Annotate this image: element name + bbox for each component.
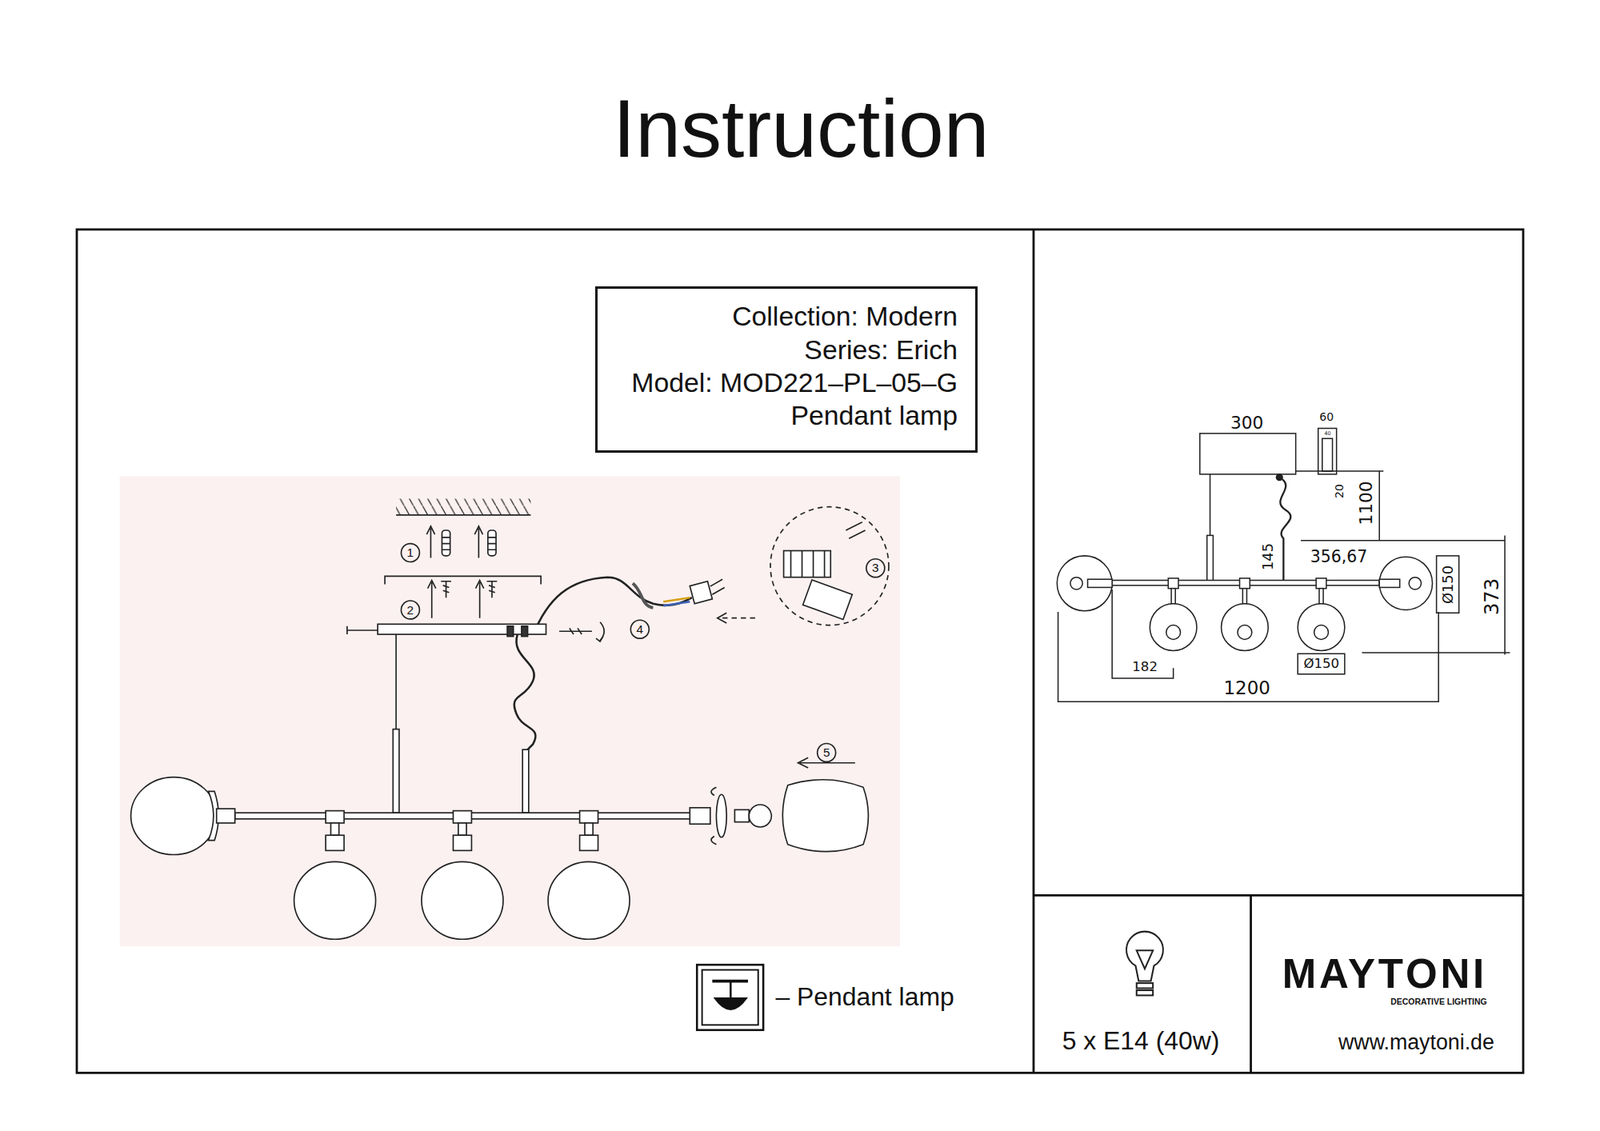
dimension: 1200 <box>1223 678 1270 699</box>
brand-tagline: DECORATIVE LIGHTING <box>1390 997 1487 1007</box>
callout-number: 2 <box>406 603 414 617</box>
callout-number: 1 <box>406 546 414 560</box>
frame <box>76 229 1524 1073</box>
brand-logo: MAYTONI <box>1282 952 1488 997</box>
dimension-drawing <box>1056 428 1510 703</box>
info-line: Collection: Modern <box>615 300 958 333</box>
assembly-illustration <box>131 498 889 940</box>
dimension: 300 <box>1230 413 1264 433</box>
callout-number: 4 <box>636 623 644 637</box>
page-title: Instruction <box>612 84 990 174</box>
dimension: 20 <box>1333 484 1346 499</box>
dimension: Ø150 <box>1440 565 1456 604</box>
pendant-lamp-icon <box>696 964 764 1031</box>
bulb-icon <box>1126 932 1164 996</box>
illustration-ground <box>120 476 900 947</box>
dimension: 60 <box>1319 411 1334 424</box>
info-line: Pendant lamp <box>615 399 958 432</box>
dimension: 356,67 <box>1310 548 1368 566</box>
dimension: 40 <box>1324 431 1331 437</box>
dimension: 1100 <box>1356 480 1376 525</box>
dimension: 145 <box>1260 543 1277 571</box>
website: www.maytoni.de <box>1338 1031 1495 1055</box>
dimension: 182 <box>1132 660 1158 675</box>
dimension: 373 <box>1480 578 1503 616</box>
info-line: Series: Erich <box>615 333 958 367</box>
legend-text: – Pendant lamp <box>775 984 954 1012</box>
callout-number: 5 <box>823 746 831 760</box>
dimension: Ø150 <box>1303 656 1340 672</box>
callout-number: 3 <box>872 561 880 576</box>
info-line: Model: MOD221–PL–05–G <box>615 366 958 400</box>
info-box: Collection: ModernSeries: ErichModel: MO… <box>595 286 978 453</box>
lamp-spec: 5 x E14 (40w) <box>1062 1028 1220 1056</box>
